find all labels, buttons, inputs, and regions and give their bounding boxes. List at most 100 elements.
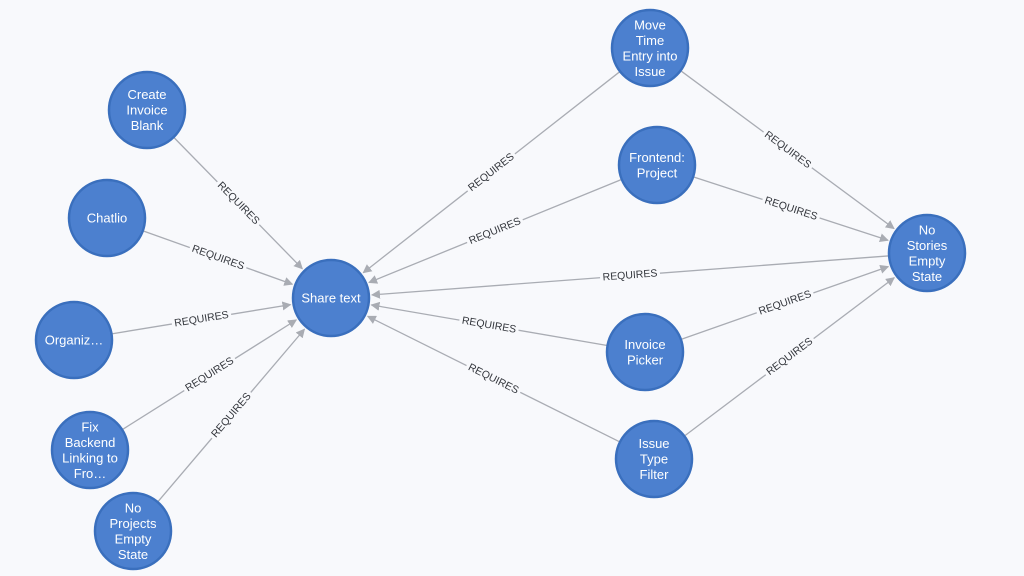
- node-label-line: Create: [127, 87, 166, 102]
- edge-label-background: [761, 332, 818, 381]
- edge-label: REQUIRES: [466, 151, 517, 194]
- edge-no_stories-to-share_text[interactable]: REQUIRES: [370, 255, 889, 299]
- node-circle[interactable]: [617, 125, 697, 205]
- edge-label: REQUIRES: [762, 129, 813, 171]
- edge-label-background: [759, 126, 816, 174]
- node-label-line: State: [912, 269, 942, 284]
- node-organiz[interactable]: Organiz…: [34, 300, 114, 380]
- node-label-line: Project: [637, 165, 678, 180]
- node-circle[interactable]: [605, 312, 685, 392]
- node-label-line: Stories: [907, 238, 948, 253]
- node-share-text[interactable]: Share text: [291, 258, 371, 338]
- edge-label-group: REQUIRES: [170, 307, 233, 331]
- node-circle[interactable]: [34, 300, 114, 380]
- edge-label-background: [463, 148, 520, 197]
- edge-label-background: [760, 192, 822, 225]
- edge-label-group: REQUIRES: [187, 240, 249, 275]
- edge-label: REQUIRES: [764, 335, 815, 378]
- node-label-line: Linking to: [62, 450, 118, 465]
- node-label-line: Invoice: [126, 103, 167, 118]
- edge-label: REQUIRES: [461, 315, 517, 336]
- node-circle[interactable]: [610, 8, 690, 88]
- edge-chatlio-to-share_text[interactable]: REQUIRES: [143, 230, 294, 286]
- node-label-line: State: [118, 547, 148, 562]
- edge-label-group: REQUIRES: [464, 213, 526, 249]
- edge-label: REQUIRES: [602, 267, 658, 283]
- node-label-line: Fix: [81, 419, 99, 434]
- node-label-line: Share text: [301, 291, 361, 306]
- node-label-line: Move: [634, 17, 666, 32]
- nodes-layer: CreateInvoiceBlankChatlioOrganiz…FixBack…: [34, 8, 967, 571]
- node-label-line: Empty: [115, 531, 152, 546]
- edge-label-background: [206, 387, 257, 443]
- node-label-line: Invoice: [624, 337, 665, 352]
- edge-invoice_picker-to-share_text[interactable]: REQUIRES: [370, 301, 607, 347]
- edge-label-group: REQUIRES: [212, 176, 265, 230]
- node-frontend-project[interactable]: Frontend:Project: [617, 125, 697, 205]
- node-circle[interactable]: [67, 178, 147, 258]
- node-circle[interactable]: [107, 70, 187, 150]
- node-label-line: Chatlio: [87, 211, 127, 226]
- node-label-line: Type: [640, 452, 668, 467]
- node-label-line: Time: [636, 33, 664, 48]
- edge-label: REQUIRES: [467, 215, 522, 247]
- edge-fix_backend-to-share_text[interactable]: REQUIRES: [122, 319, 298, 430]
- node-circle[interactable]: [291, 258, 371, 338]
- edge-label-background: [170, 307, 233, 331]
- edge-label-background: [187, 240, 249, 275]
- edges-layer: REQUIRESREQUIRESREQUIRESREQUIRESREQUIRES…: [112, 70, 895, 502]
- edge-organiz-to-share_text[interactable]: REQUIRES: [112, 301, 292, 335]
- edge-invoice_picker-to-no_stories[interactable]: REQUIRES: [681, 265, 890, 340]
- node-label-line: No: [919, 222, 936, 237]
- node-circle[interactable]: [614, 419, 694, 499]
- edge-label-background: [599, 266, 661, 285]
- edge-frontend_project-to-no_stories[interactable]: REQUIRES: [693, 176, 889, 243]
- edge-label: REQUIRES: [173, 309, 229, 330]
- edge-label: REQUIRES: [183, 355, 236, 394]
- edge-label-group: REQUIRES: [180, 352, 239, 397]
- node-label-line: Blank: [131, 118, 164, 133]
- edge-label-background: [754, 286, 816, 320]
- edge-label-background: [463, 359, 524, 399]
- edge-label: REQUIRES: [215, 179, 262, 227]
- node-label-line: No: [125, 500, 142, 515]
- edge-label-group: REQUIRES: [463, 359, 524, 399]
- edge-label: REQUIRES: [209, 390, 254, 440]
- edge-label-group: REQUIRES: [759, 126, 816, 174]
- edge-label-group: REQUIRES: [206, 387, 257, 443]
- node-circle[interactable]: [93, 491, 173, 571]
- node-chatlio[interactable]: Chatlio: [67, 178, 147, 258]
- node-label-line: Entry into: [623, 48, 678, 63]
- edge-label-group: REQUIRES: [760, 192, 822, 225]
- node-circle[interactable]: [887, 213, 967, 293]
- node-label-line: Organiz…: [45, 333, 104, 348]
- edge-label-background: [464, 213, 526, 249]
- edge-frontend_project-to-share_text[interactable]: REQUIRES: [368, 179, 622, 284]
- node-label-line: Frontend:: [629, 150, 685, 165]
- node-label-line: Fro…: [74, 466, 107, 481]
- node-label-line: Backend: [65, 435, 116, 450]
- node-label-line: Issue: [634, 64, 665, 79]
- edge-label-group: REQUIRES: [458, 313, 520, 338]
- node-circle[interactable]: [50, 410, 130, 490]
- edge-move_time-to-share_text[interactable]: REQUIRES: [362, 71, 620, 274]
- node-label-line: Issue: [638, 436, 669, 451]
- node-label-line: Empty: [909, 253, 946, 268]
- edge-label-group: REQUIRES: [761, 332, 818, 381]
- edge-label-group: REQUIRES: [599, 266, 661, 285]
- node-label-line: Filter: [640, 467, 670, 482]
- edge-label-background: [180, 352, 239, 397]
- edge-label-group: REQUIRES: [463, 148, 520, 197]
- edge-issue_type_filter-to-share_text[interactable]: REQUIRES: [366, 315, 620, 443]
- edge-label-background: [458, 313, 520, 338]
- edge-label: REQUIRES: [466, 361, 520, 396]
- edge-label-background: [212, 176, 265, 230]
